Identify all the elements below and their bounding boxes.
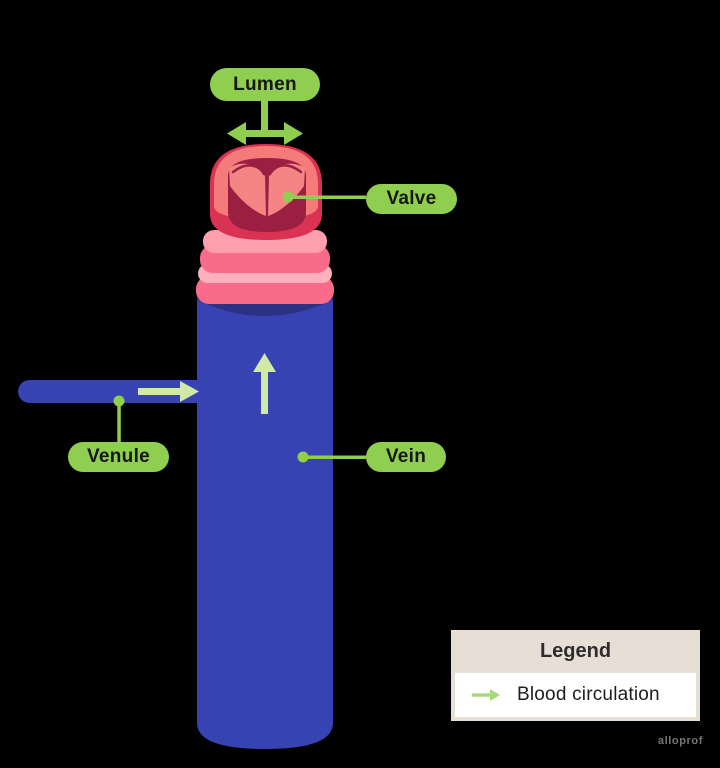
legend-panel: Blood circulation [455, 673, 696, 717]
valve-flap-right [268, 163, 305, 216]
vessel-wall-layers [196, 230, 334, 304]
venule-connector [113, 395, 125, 442]
label-venule-text: Venule [86, 446, 151, 467]
vein-connector [297, 451, 366, 463]
vein-cylinder [197, 283, 333, 749]
flow-arrow-icon [472, 689, 500, 701]
lumen-width-arrow-icon [227, 99, 303, 145]
label-valve-text: Valve [386, 188, 437, 209]
venule-flow-arrow-icon [138, 381, 199, 402]
legend-title: Legend [539, 640, 612, 662]
valve-cross-section [210, 144, 322, 240]
venule-tube [18, 380, 208, 403]
vein-connector-dot [297, 451, 309, 463]
label-vein-text: Vein [385, 446, 427, 467]
venule-connector-dot [113, 395, 125, 407]
valve-connector-dot [282, 191, 294, 203]
watermark: alloprof [657, 735, 703, 747]
valve-flap-edge-left [231, 164, 266, 176]
label-vein: Vein [366, 442, 446, 472]
valve-flap-left [229, 163, 266, 216]
label-venule: Venule [68, 442, 169, 472]
vein-body [197, 300, 333, 749]
legend-box: Legend Blood circulation [451, 630, 700, 721]
valve-connector [282, 191, 366, 203]
label-valve: Valve [366, 184, 457, 214]
label-lumen-text: Lumen [233, 73, 297, 95]
label-lumen: Lumen [210, 68, 320, 101]
legend-item-label: Blood circulation [517, 684, 660, 705]
vein-flow-arrow-icon [253, 353, 276, 414]
valve-flap-edge-right [268, 164, 303, 176]
